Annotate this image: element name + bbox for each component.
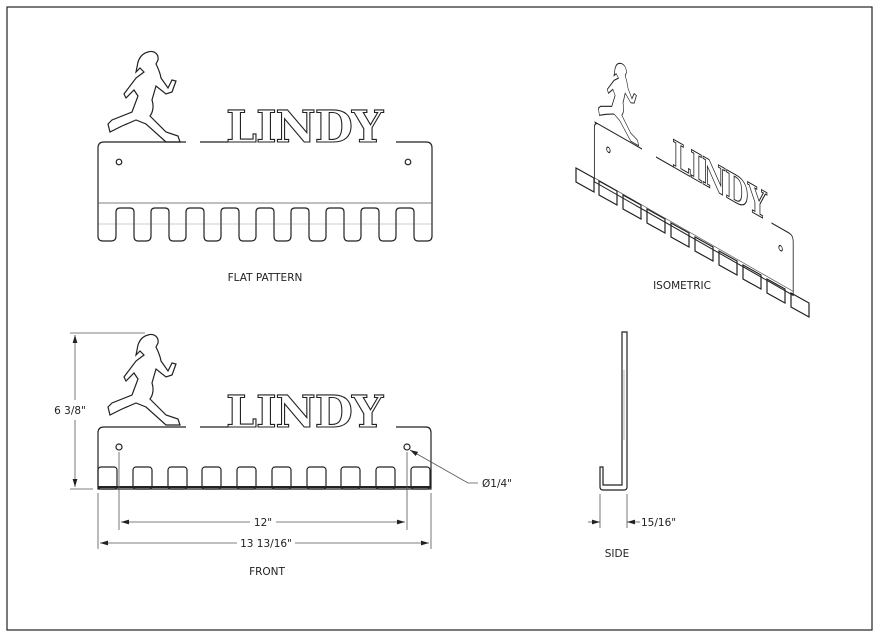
runner-figure — [107, 50, 181, 143]
hook-tabs — [97, 466, 431, 490]
front-view: LINDY 6 3/8" 12" 1 — [54, 332, 512, 578]
dim-hole-spacing: 12" — [254, 517, 272, 529]
dim-height: 6 3/8" — [54, 405, 86, 417]
mount-hole — [115, 443, 123, 451]
view-label-front: FRONT — [249, 566, 285, 578]
view-label-flat: FLAT PATTERN — [228, 272, 303, 284]
runner-figure — [107, 333, 181, 426]
dim-depth: 15/16" — [641, 517, 676, 529]
mount-hole — [115, 158, 123, 166]
mount-hole — [404, 158, 412, 166]
view-label-isometric: ISOMETRIC — [653, 280, 711, 292]
svg-text:LINDY: LINDY — [672, 132, 767, 230]
name-cutout: LINDY — [226, 102, 384, 153]
dim-hole-diameter: Ø1/4" — [482, 478, 512, 490]
flat-pattern-view: LINDY FLAT PATTERN — [97, 50, 433, 284]
sheet-border — [6, 6, 873, 631]
isometric-view: LINDY ISOMETRIC — [575, 49, 810, 319]
side-view: 15/16" SIDE — [588, 331, 676, 560]
mount-hole — [403, 443, 411, 451]
dim-overall-width: 13 13/16" — [240, 538, 292, 550]
name-cutout: LINDY — [226, 387, 384, 438]
view-label-side: SIDE — [605, 548, 629, 560]
